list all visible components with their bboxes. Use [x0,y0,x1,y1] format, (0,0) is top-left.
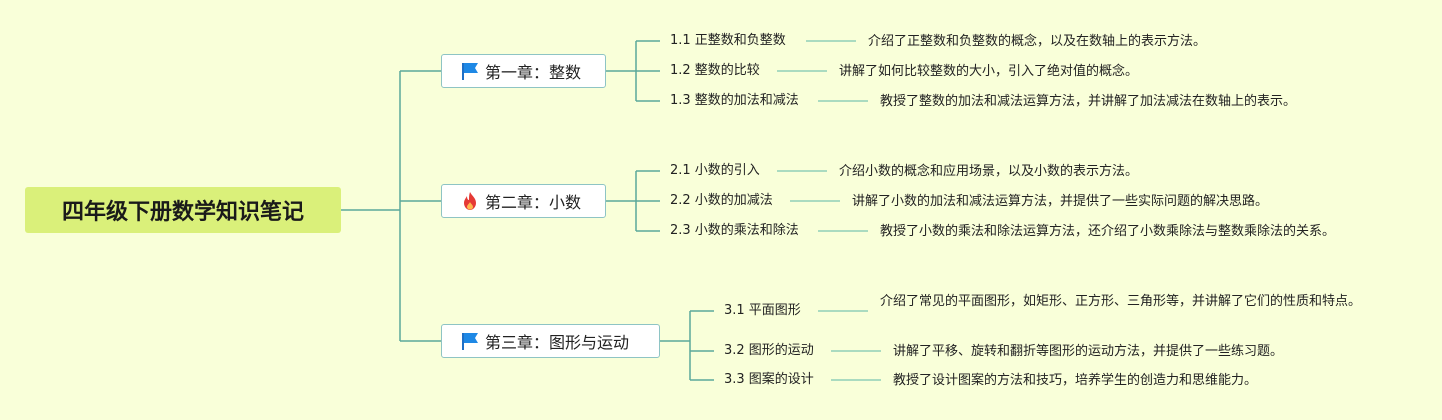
section-2-1-label[interactable]: 2.1 小数的引入 [670,163,760,178]
section-2-3-label[interactable]: 2.3 小数的乘法和除法 [670,223,799,238]
section-2-2-label[interactable]: 2.2 小数的加减法 [670,193,773,208]
chapter-1-title: 第一章：整数 [485,63,582,82]
section-1-3-desc: 教授了整数的加法和减法运算方法，并讲解了加法减法在数轴上的表示。 [880,94,1297,109]
chapter-1-node[interactable]: 第一章：整数 [441,54,606,88]
section-3-1-label[interactable]: 3.1 平面图形 [724,303,801,318]
section-3-3-desc: 教授了设计图案的方法和技巧，培养学生的创造力和思维能力。 [893,373,1258,388]
blue-flag-icon [459,60,481,82]
section-1-2-desc: 讲解了如何比较整数的大小，引入了绝对值的概念。 [839,64,1139,79]
chapter-2-node[interactable]: 第二章：小数 [441,184,606,218]
section-3-3-label[interactable]: 3.3 图案的设计 [724,372,814,387]
blue-flag-icon [459,330,481,352]
section-2-1-desc: 介绍小数的概念和应用场景，以及小数的表示方法。 [839,164,1139,179]
section-2-2-desc: 讲解了小数的加法和减法运算方法，并提供了一些实际问题的解决思路。 [852,194,1269,209]
section-3-1-desc: 介绍了常见的平面图形，如矩形、正方形、三角形等，并讲解了它们的性质和特点。 [880,294,1362,309]
chapter-3-title: 第三章：图形与运动 [485,333,630,352]
section-3-2-desc: 讲解了平移、旋转和翻折等图形的运动方法，并提供了一些练习题。 [893,344,1284,359]
chapter-3-node[interactable]: 第三章：图形与运动 [441,324,660,358]
section-1-1-desc: 介绍了正整数和负整数的概念，以及在数轴上的表示方法。 [868,34,1207,49]
section-2-3-desc: 教授了小数的乘法和除法运算方法，还介绍了小数乘除法与整数乘除法的关系。 [880,224,1336,239]
section-1-2-label[interactable]: 1.2 整数的比较 [670,63,760,78]
root-topic[interactable]: 四年级下册数学知识笔记 [25,187,341,233]
chapter-2-title: 第二章：小数 [485,193,582,212]
section-3-2-label[interactable]: 3.2 图形的运动 [724,343,814,358]
root-title: 四年级下册数学知识笔记 [61,200,304,225]
fire-icon [459,190,481,212]
section-1-3-label[interactable]: 1.3 整数的加法和减法 [670,93,799,108]
section-1-1-label[interactable]: 1.1 正整数和负整数 [670,33,786,48]
